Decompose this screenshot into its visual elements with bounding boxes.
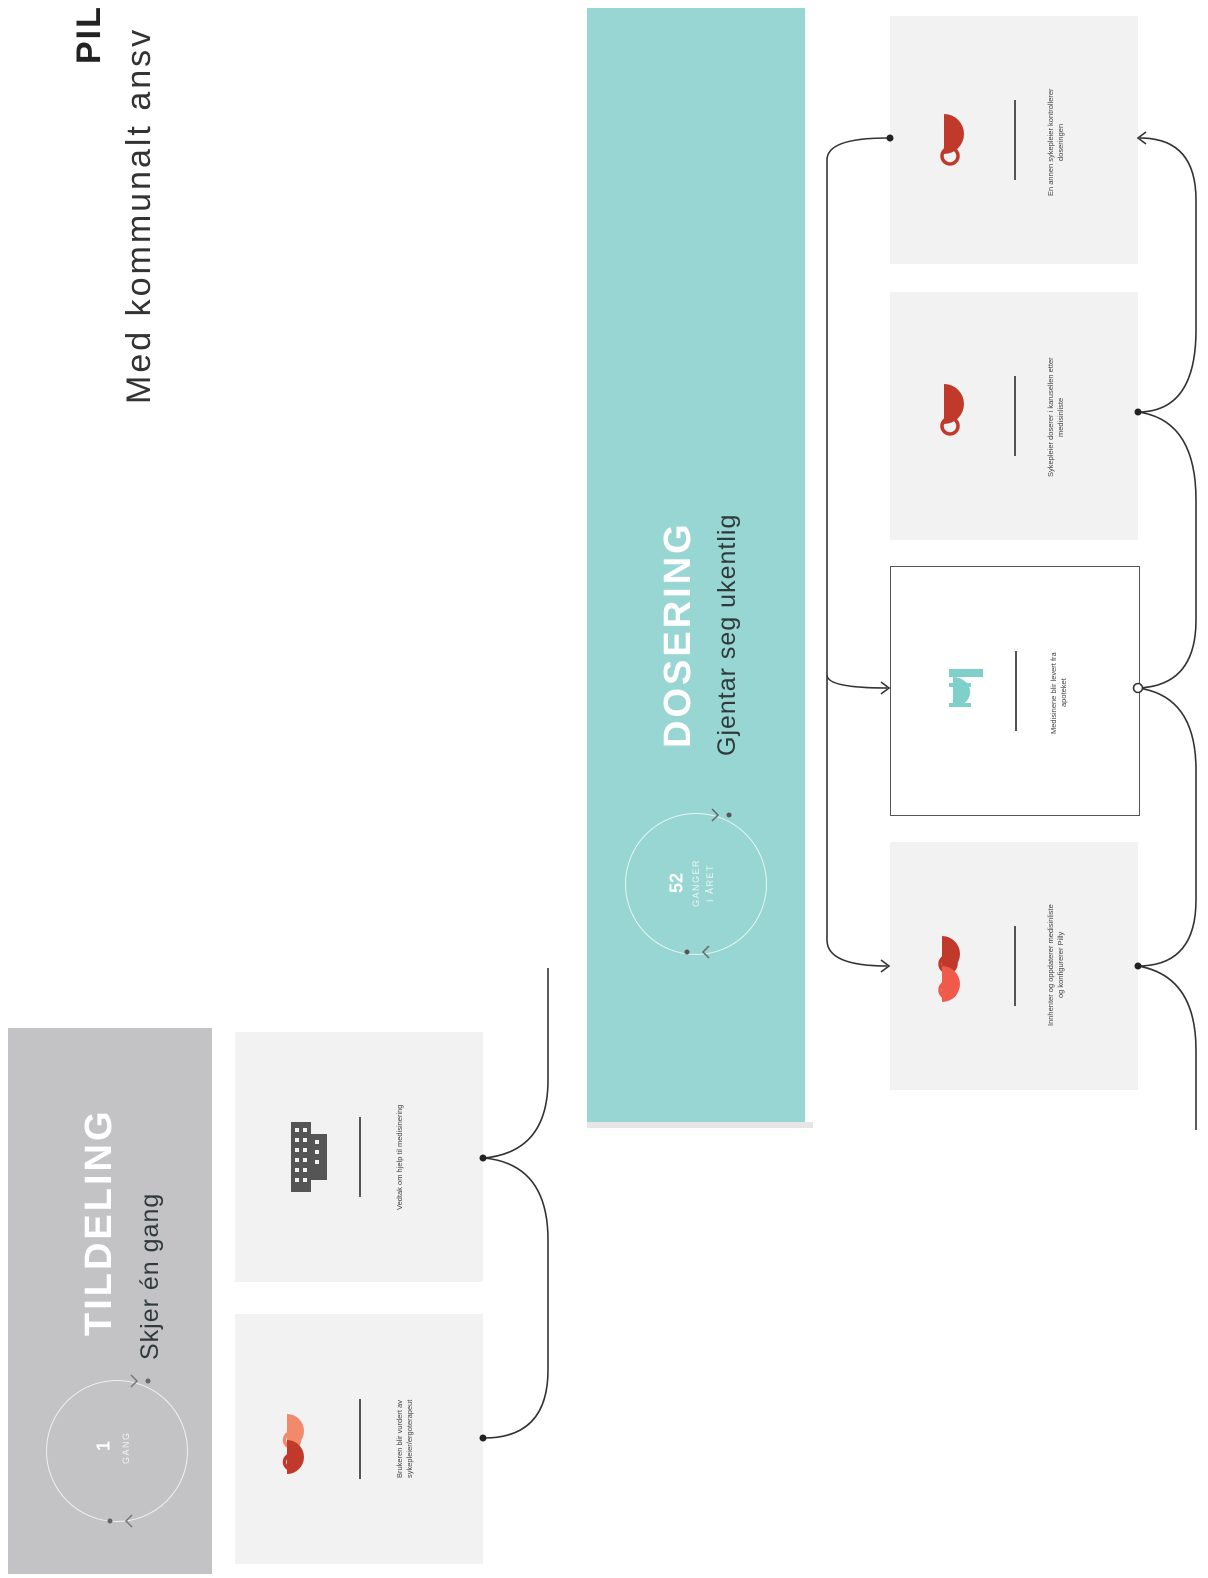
cycle-unit-label: GANG <box>121 1431 131 1465</box>
step-card-kontroll: En annen sykepleier kontrollerer doserin… <box>890 16 1138 264</box>
card-divider <box>1014 926 1016 1006</box>
phase-title: DOSERING <box>657 521 699 748</box>
building-icon <box>291 1122 327 1192</box>
dosering-left-connector <box>826 134 894 973</box>
person-icon <box>940 384 964 436</box>
phase-subtitle: Gjentar seg ukentlig <box>713 513 741 756</box>
cycle-unit-label: I ÅRET <box>705 864 715 903</box>
cycle-count: 52 <box>666 872 687 894</box>
step-card-vurdering: Brukeren blir vurdert av sykepleier/ergo… <box>235 1314 483 1564</box>
card-divider <box>359 1117 361 1197</box>
step-text: En annen sykepleier kontrollerer doserin… <box>1046 88 1065 196</box>
cycle-arrows-icon <box>107 1374 151 1528</box>
step-card-dosering-karusell: Sykepleier doserer i karusellen etter me… <box>890 292 1138 540</box>
card-divider <box>1014 376 1016 456</box>
phase-subtitle: Skjer én gang <box>136 1192 164 1360</box>
step-card-medisinliste: Innhenter og oppdaterer medisinliste og … <box>890 842 1138 1090</box>
cycle-indicator-ring <box>625 813 767 955</box>
step-text: Brukeren blir vurdert av sykepleier/ergo… <box>395 1399 414 1479</box>
tildeling-bracket-connector <box>479 968 549 1442</box>
step-card-vedtak: Vedtak om hjelp til medisinering <box>235 1032 483 1282</box>
dosering-right-connector <box>1132 131 1197 1130</box>
cycle-unit-label: GANGER <box>691 859 701 908</box>
step-text: Sykepleier doserer i karusellen etter me… <box>1046 357 1065 477</box>
page-subtitle: Med kommunalt ansv <box>120 26 158 404</box>
person-icon <box>940 114 964 166</box>
step-card-levering: Medisinene blir levert fra apoteket <box>890 566 1140 816</box>
phase-banner-dosering: 52 GANGER I ÅRET DOSERING Gjentar seg uk… <box>587 8 813 1128</box>
step-text: Medisinene blir levert fra apoteket <box>1049 652 1068 734</box>
card-divider <box>1015 651 1017 731</box>
card-divider <box>1014 100 1016 180</box>
two-people-icon <box>282 1414 304 1474</box>
page-title: PIL <box>70 5 108 64</box>
two-people-icon <box>938 936 960 1002</box>
cycle-arrows-icon <box>684 808 732 959</box>
step-text: Innhenter og oppdaterer medisinliste og … <box>1046 904 1065 1026</box>
phase-title: TILDELING <box>78 1108 120 1336</box>
delivery-icon <box>949 669 983 707</box>
card-divider <box>359 1399 361 1479</box>
step-text: Vedtak om hjelp til medisinering <box>395 1104 404 1210</box>
phase-banner-tildeling: 1 GANG TILDELING Skjer én gang <box>8 1028 212 1574</box>
cycle-count: 1 <box>93 1441 114 1452</box>
cycle-indicator-ring <box>46 1380 188 1522</box>
